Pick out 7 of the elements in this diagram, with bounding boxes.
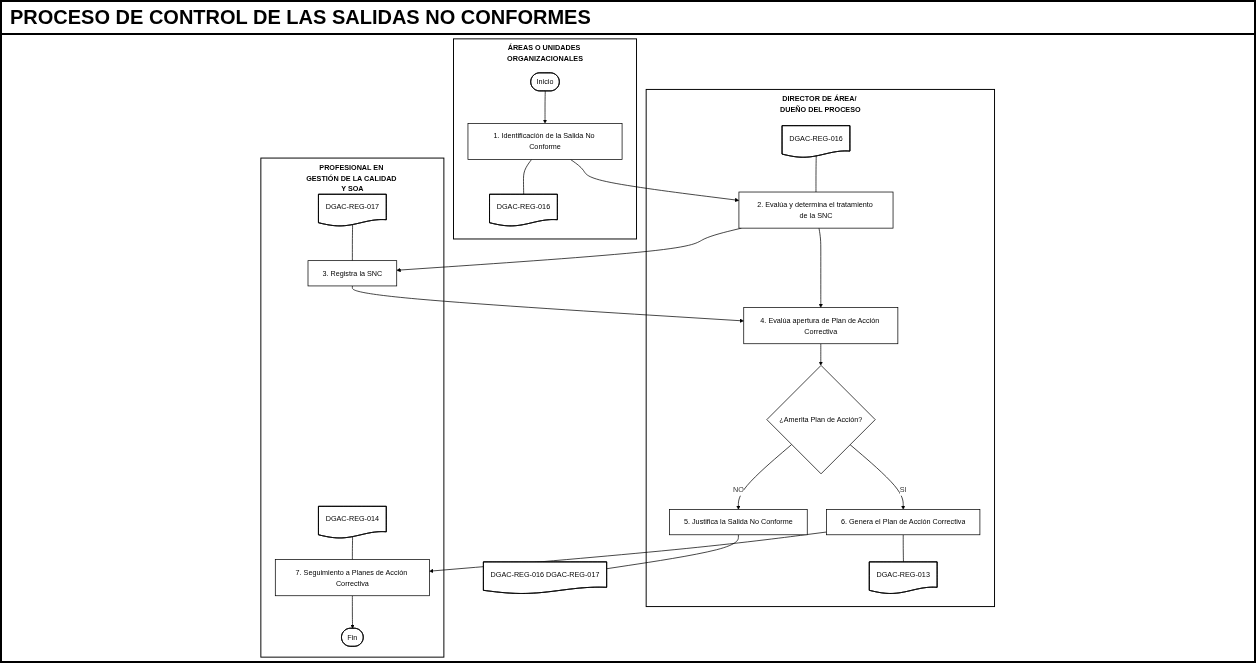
connector [523,159,533,195]
connector [352,224,354,261]
connector [352,536,354,560]
connector [903,534,905,563]
connector [815,155,817,193]
connector [606,534,740,570]
diagram-title: PROCESO DE CONTROL DE LAS SALIDAS NO CONFORMES [2,2,1254,35]
